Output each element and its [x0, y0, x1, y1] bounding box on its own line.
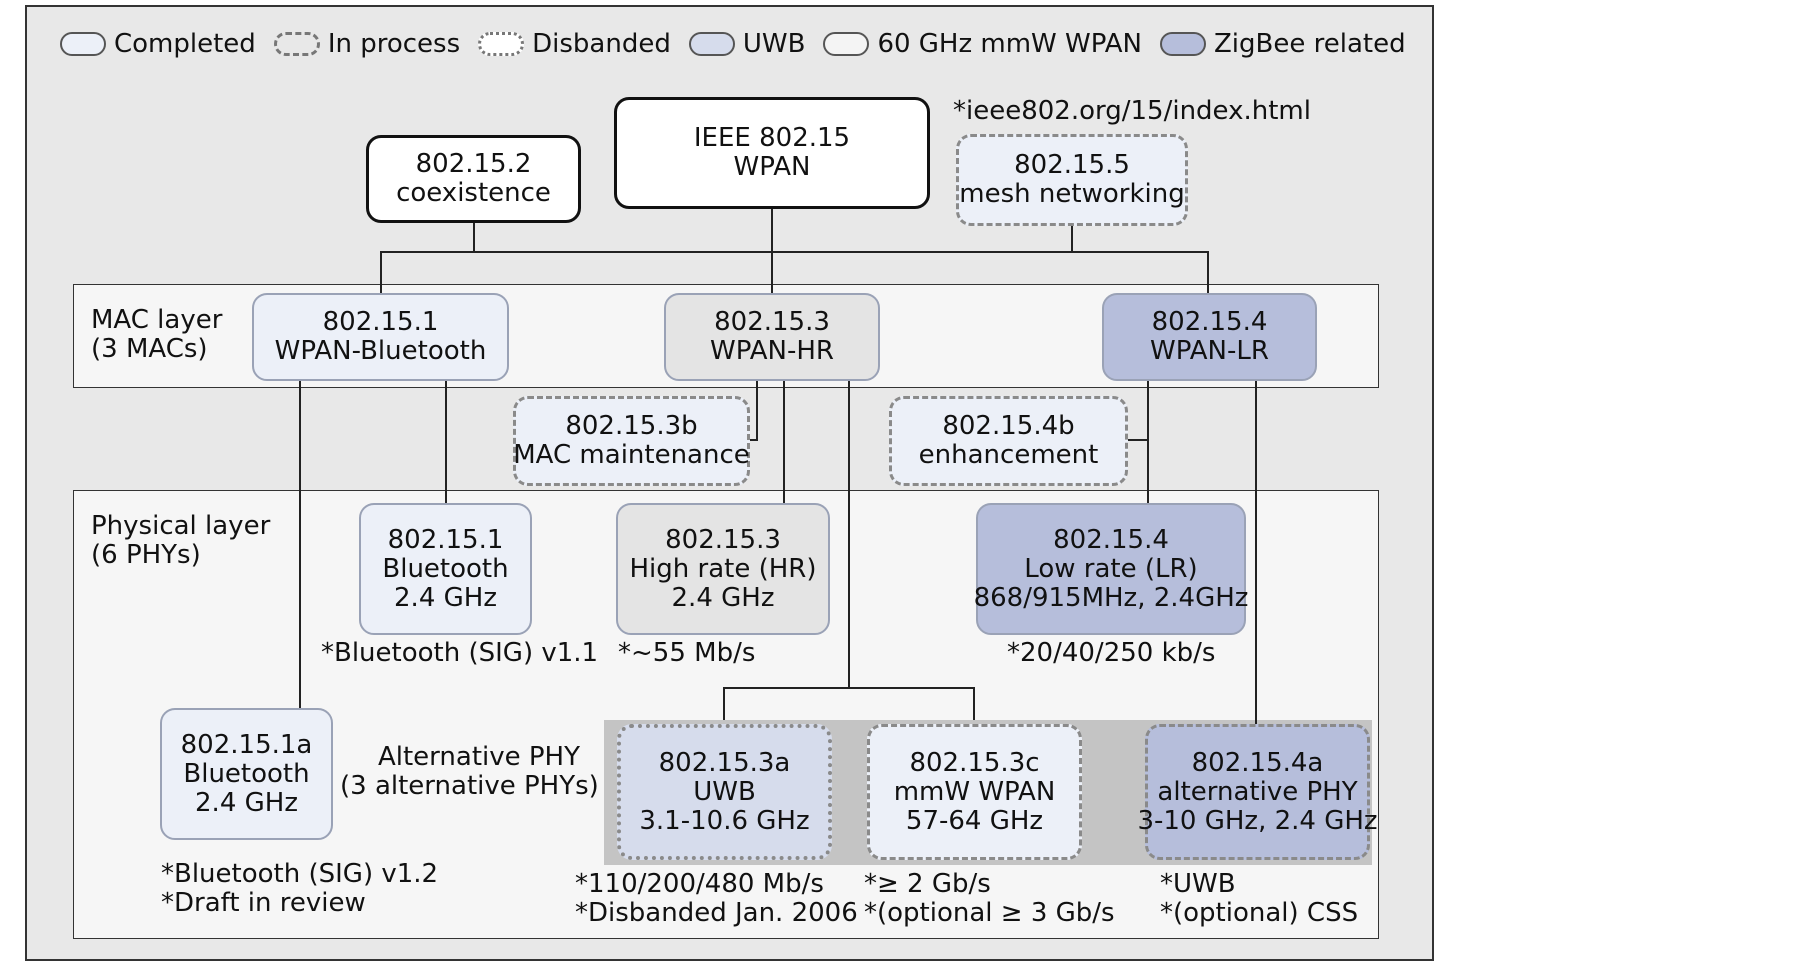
box-line: 802.15.1a — [180, 729, 313, 760]
legend-label: In process — [327, 29, 461, 59]
wpan-lr-box: 802.15.4 WPAN-LR — [1102, 293, 1317, 381]
uwb-phy-box: 802.15.3a UWB 3.1-10.6 GHz — [617, 724, 832, 860]
box-line: 802.15.5 — [1014, 150, 1130, 180]
mmw-wpan-phy-box: 802.15.3c mmW WPAN 57-64 GHz — [867, 724, 1082, 860]
legend-label: UWB — [742, 29, 806, 59]
box-line: 802.15.4a — [1191, 747, 1324, 778]
box-line: 802.15.4 — [1053, 524, 1169, 555]
uwb-notes: *110/200/480 Mb/s *Disbanded Jan. 2006 — [575, 870, 858, 928]
legend-item-mmw: 60 GHz mmW WPAN — [823, 29, 1142, 59]
box-line: 802.15.4 — [1151, 307, 1268, 337]
physical-layer-label: Physical layer (6 PHYs) — [91, 512, 270, 570]
low-rate-phy-box: 802.15.4 Low rate (LR) 868/915MHz, 2.4GH… — [973, 503, 1249, 635]
high-rate-note: *~55 Mb/s — [618, 638, 756, 668]
box-line: coexistence — [396, 178, 551, 208]
box-line: WPAN-HR — [710, 336, 834, 366]
box-line: 802.15.3b — [565, 411, 698, 441]
legend: Completed In process Disbanded UWB 60 GH… — [60, 24, 1424, 64]
legend-item-disbanded: Disbanded — [478, 29, 671, 59]
box-line: mesh networking — [959, 179, 1185, 209]
coexistence-box: 802.15.2 coexistence — [366, 135, 581, 223]
box-line: WPAN — [733, 152, 811, 182]
note-line: *110/200/480 Mb/s — [575, 869, 824, 899]
alternative-phy-4a-notes: *UWB *(optional) CSS — [1160, 870, 1358, 928]
legend-swatch — [478, 32, 525, 56]
box-line: 802.15.3a — [658, 747, 791, 778]
box-line: High rate (HR) — [629, 553, 817, 584]
box-line: 802.15.2 — [415, 149, 532, 179]
box-line: Bluetooth — [382, 553, 509, 584]
mac-maintenance-box: 802.15.3b MAC maintenance — [513, 396, 750, 486]
bluetooth-1a-notes: *Bluetooth (SIG) v1.2 *Draft in review — [161, 860, 438, 918]
box-line: UWB — [693, 776, 756, 807]
box-line: WPAN-Bluetooth — [274, 336, 487, 366]
high-rate-phy-box: 802.15.3 High rate (HR) 2.4 GHz — [616, 503, 830, 635]
wpan-bluetooth-box: 802.15.1 WPAN-Bluetooth — [252, 293, 509, 381]
mesh-networking-box: 802.15.5 mesh networking — [956, 134, 1188, 226]
legend-label: 60 GHz mmW WPAN — [877, 29, 1142, 59]
website-note: *ieee802.org/15/index.html — [953, 96, 1311, 126]
box-line: Low rate (LR) — [1024, 553, 1198, 584]
box-line: mmW WPAN — [893, 776, 1056, 807]
note-line: *UWB — [1160, 869, 1236, 899]
label-line: Physical layer — [91, 511, 271, 541]
box-line: MAC maintenance — [513, 440, 750, 470]
legend-swatch — [273, 32, 320, 56]
low-rate-note: *20/40/250 kb/s — [1007, 638, 1216, 668]
box-line: 802.15.3 — [665, 524, 781, 555]
bluetooth-1a-box: 802.15.1a Bluetooth 2.4 GHz — [160, 708, 333, 840]
box-line: 2.4 GHz — [394, 582, 497, 613]
enhancement-box: 802.15.4b enhancement — [889, 396, 1128, 486]
bluetooth-phy-box: 802.15.1 Bluetooth 2.4 GHz — [359, 503, 532, 635]
box-line: 2.4 GHz — [671, 582, 775, 613]
box-line: alternative PHY — [1157, 776, 1358, 807]
label-line: MAC layer — [91, 305, 223, 335]
box-line: 3-10 GHz, 2.4 GHz — [1137, 805, 1378, 836]
legend-item-in-process: In process — [273, 29, 461, 59]
legend-swatch — [60, 32, 106, 56]
box-line: 802.15.3 — [714, 307, 830, 337]
box-line: 802.15.1 — [387, 524, 504, 555]
note-line: *Draft in review — [161, 888, 366, 918]
alternative-phy-4a-box: 802.15.4a alternative PHY 3-10 GHz, 2.4 … — [1137, 724, 1378, 860]
label-line: (3 MACs) — [91, 334, 208, 364]
box-line: IEEE 802.15 — [693, 123, 851, 153]
note-line: *Disbanded Jan. 2006 — [575, 898, 858, 928]
box-line: 802.15.1 — [322, 307, 439, 337]
mac-layer-label: MAC layer (3 MACs) — [91, 306, 222, 364]
box-line: WPAN-LR — [1150, 336, 1269, 366]
legend-swatch — [823, 32, 870, 56]
note-line: *≥ 2 Gb/s — [864, 869, 991, 899]
bluetooth-v11-note: *Bluetooth (SIG) v1.1 — [321, 638, 599, 668]
note-line: *(optional ≥ 3 Gb/s — [864, 898, 1115, 928]
label-line: (6 PHYs) — [91, 540, 201, 570]
legend-swatch — [688, 32, 735, 56]
legend-item-completed: Completed — [60, 29, 256, 59]
legend-label: ZigBee related — [1213, 29, 1406, 59]
legend-label: Disbanded — [532, 29, 671, 59]
box-line: 2.4 GHz — [195, 787, 298, 818]
box-line: 3.1-10.6 GHz — [639, 805, 810, 836]
box-line: 868/915MHz, 2.4GHz — [973, 582, 1249, 613]
note-line: *Bluetooth (SIG) v1.2 — [161, 859, 439, 889]
wpan-hr-box: 802.15.3 WPAN-HR — [664, 293, 880, 381]
label-line: (3 alternative PHYs) — [340, 771, 599, 801]
box-line: 802.15.4b — [942, 411, 1075, 441]
legend-label: Completed — [114, 29, 256, 59]
label-line: Alternative PHY — [377, 742, 580, 772]
box-line: Bluetooth — [183, 758, 310, 789]
ieee-802-15-box: IEEE 802.15 WPAN — [614, 97, 930, 209]
legend-item-zigbee: ZigBee related — [1159, 29, 1406, 59]
legend-item-uwb: UWB — [688, 29, 806, 59]
mmw-notes: *≥ 2 Gb/s *(optional ≥ 3 Gb/s — [864, 870, 1115, 928]
box-line: 57-64 GHz — [905, 805, 1044, 836]
box-line: enhancement — [918, 440, 1099, 470]
legend-swatch — [1159, 32, 1206, 56]
box-line: 802.15.3c — [909, 747, 1040, 778]
note-line: *(optional) CSS — [1160, 898, 1359, 928]
alternative-phy-label: Alternative PHY (3 alternative PHYs) — [340, 742, 599, 801]
